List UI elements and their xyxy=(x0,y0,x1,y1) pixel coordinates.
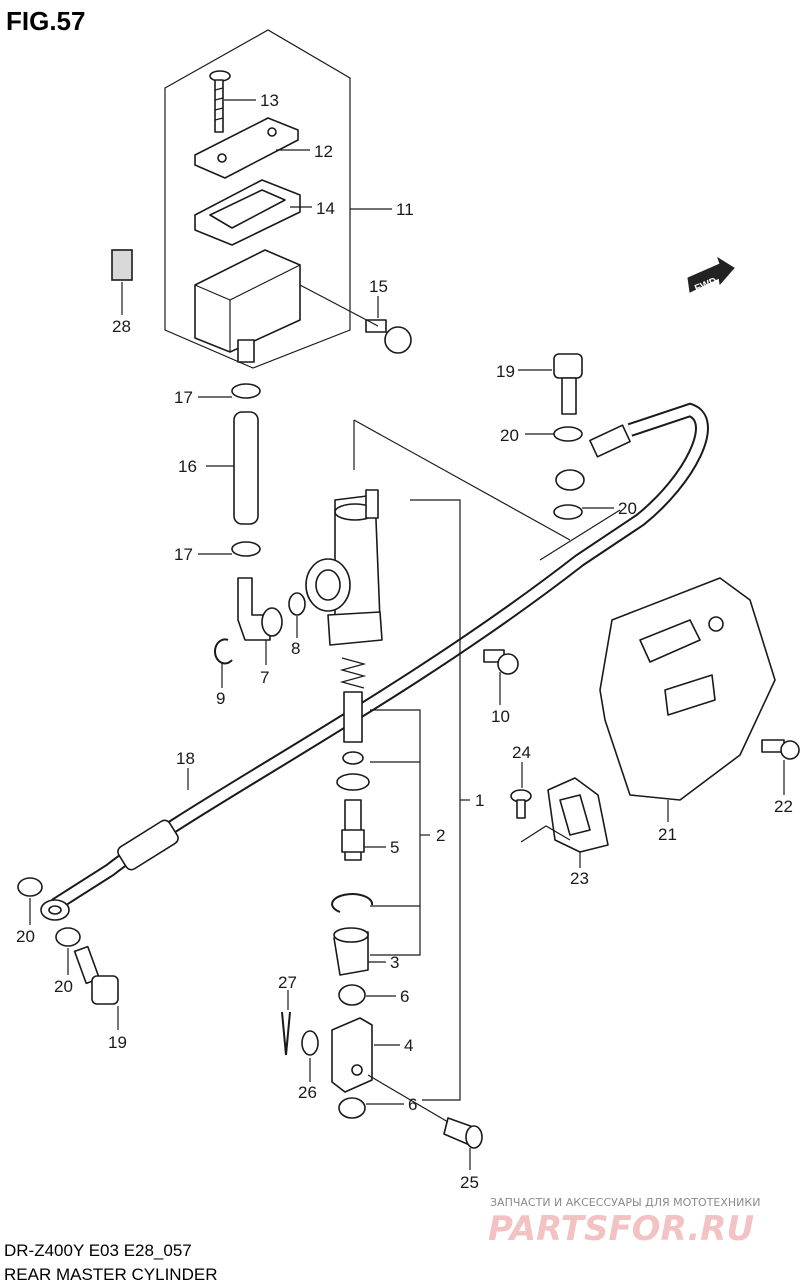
spring xyxy=(339,657,367,689)
part-23-bracket[interactable] xyxy=(547,777,609,853)
callout-28: 28 xyxy=(112,317,131,336)
callout-27: 27 xyxy=(278,973,297,992)
watermark-tagline: ЗАПЧАСТИ И АКСЕССУАРЫ ДЛЯ МОТОТЕХНИКИ xyxy=(490,1196,760,1209)
part-16-hose[interactable] xyxy=(233,411,259,525)
callout-13: 13 xyxy=(260,91,279,110)
part-5-piston[interactable] xyxy=(336,691,370,861)
upper-banjo-fitting xyxy=(555,424,631,491)
callout-17-upper: 17 xyxy=(174,388,193,407)
part-17-clamp-upper[interactable] xyxy=(231,383,261,399)
callout-21: 21 xyxy=(658,825,677,844)
callout-10: 10 xyxy=(491,707,510,726)
part-25-pin[interactable] xyxy=(443,1117,483,1149)
model-line: DR-Z400Y E03 E28_057 xyxy=(4,1241,192,1260)
part-20-washer-upper-b[interactable] xyxy=(553,504,583,520)
callout-12: 12 xyxy=(314,142,333,161)
callout-25: 25 xyxy=(460,1173,479,1192)
part-10-bolt[interactable] xyxy=(483,649,519,675)
callout-20-lower-a: 20 xyxy=(16,927,35,946)
callout-19-lower: 19 xyxy=(108,1033,127,1052)
part-20-washer-upper-a[interactable] xyxy=(553,426,583,442)
part-3-boot[interactable] xyxy=(333,927,369,976)
reservoir-group-outline xyxy=(164,29,351,369)
callout-labels: 13 12 14 11 15 28 17 16 17 7 8 9 18 10 2… xyxy=(16,91,793,1192)
part-8-oring[interactable] xyxy=(288,592,306,616)
callout-6-upper: 6 xyxy=(400,987,409,1006)
figure-caption: REAR MASTER CYLINDER xyxy=(4,1265,217,1284)
part-6-nut-lower[interactable] xyxy=(338,1097,366,1119)
part-20-washer-lower-a[interactable] xyxy=(17,877,43,897)
piston-circlip xyxy=(331,893,374,913)
callout-19-upper: 19 xyxy=(496,362,515,381)
part-26-washer[interactable] xyxy=(301,1030,319,1056)
callout-20-lower-b: 20 xyxy=(54,977,73,996)
part-18-brake-hose[interactable] xyxy=(40,402,709,921)
part-22-bolt[interactable] xyxy=(761,739,800,760)
callout-9: 9 xyxy=(216,689,225,708)
part-21-guard[interactable] xyxy=(599,577,776,801)
forward-direction-arrow: FWD xyxy=(687,256,735,295)
callout-23: 23 xyxy=(570,869,589,888)
callout-2: 2 xyxy=(436,826,445,845)
callout-16: 16 xyxy=(178,457,197,476)
callout-3: 3 xyxy=(390,953,399,972)
part-28-cap[interactable] xyxy=(111,249,133,281)
part-11-reservoir[interactable] xyxy=(194,249,301,363)
callout-18: 18 xyxy=(176,749,195,768)
part-27-cotter-pin[interactable] xyxy=(281,1011,291,1056)
callout-20-upper-a: 20 xyxy=(500,426,519,445)
callout-26: 26 xyxy=(298,1083,317,1102)
part-19-union-bolt-upper[interactable] xyxy=(553,353,583,415)
callout-14: 14 xyxy=(316,199,335,218)
callout-1: 1 xyxy=(475,791,484,810)
part-14-diaphragm[interactable] xyxy=(194,179,301,246)
part-13-screw[interactable] xyxy=(209,70,231,133)
part-9-circlip[interactable] xyxy=(213,638,233,665)
callout-15: 15 xyxy=(369,277,388,296)
leader-lines xyxy=(29,99,785,1170)
part-7-elbow[interactable] xyxy=(237,577,283,641)
callout-4: 4 xyxy=(404,1036,413,1055)
part-19-union-bolt-lower[interactable] xyxy=(73,945,119,1005)
part-6-nut-upper[interactable] xyxy=(338,984,366,1006)
part-4-clevis[interactable] xyxy=(331,1017,373,1093)
part-20-washer-lower-b[interactable] xyxy=(55,927,81,947)
watermark-logo: PARTSFOR.RU xyxy=(488,1209,754,1249)
part-12-cap-plate[interactable] xyxy=(194,117,299,179)
callout-24: 24 xyxy=(512,743,531,762)
callout-8: 8 xyxy=(291,639,300,658)
part-1-master-cylinder[interactable] xyxy=(305,489,383,646)
part-15-bolt[interactable] xyxy=(365,319,412,354)
callout-7: 7 xyxy=(260,668,269,687)
callout-20-upper-b: 20 xyxy=(618,499,637,518)
part-24-screw[interactable] xyxy=(510,789,532,819)
callout-5: 5 xyxy=(390,838,399,857)
figure-title: FIG.57 xyxy=(6,6,85,36)
callout-6-lower: 6 xyxy=(408,1095,417,1114)
callout-17-lower: 17 xyxy=(174,545,193,564)
part-17-clamp-lower[interactable] xyxy=(231,541,261,557)
callout-11: 11 xyxy=(396,200,414,219)
callout-22: 22 xyxy=(774,797,793,816)
